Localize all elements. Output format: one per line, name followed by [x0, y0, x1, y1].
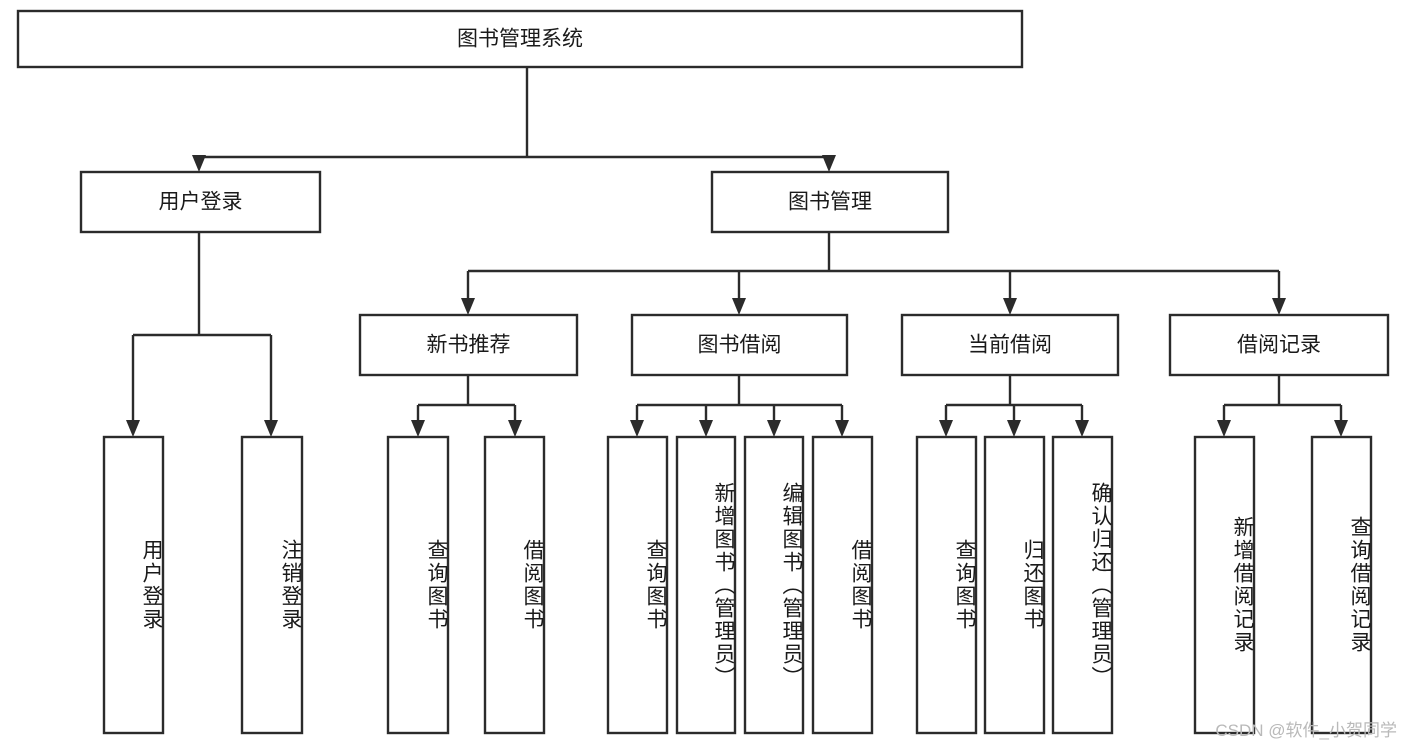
node-current-borrow-label: 当前借阅: [968, 334, 1052, 357]
node-new-book-recommend-label: 新书推荐: [427, 334, 511, 357]
leaf-node-leaf-query-book-3[interactable]: [915, 435, 978, 735]
connector-layer: [131, 67, 1343, 431]
node-book-borrow[interactable]: [630, 313, 849, 377]
leaf-node-leaf-user-login[interactable]: [102, 435, 165, 735]
node-book-manage[interactable]: [710, 170, 950, 234]
node-borrow-record[interactable]: [1168, 313, 1390, 377]
arrow-new-book-recommend: [461, 298, 475, 315]
leaf-node-leaf-logout-login[interactable]: [240, 435, 304, 735]
leaf-node-leaf-confirm-return-admin[interactable]: [1051, 435, 1114, 735]
arrow-user-login: [192, 155, 206, 172]
arrow-leaf-add-borrow-record: [1217, 420, 1231, 437]
leaf-node-leaf-edit-book-admin[interactable]: [743, 435, 805, 735]
arrow-borrow-record: [1272, 298, 1286, 315]
arrow-leaf-user-login: [126, 420, 140, 437]
arrow-leaf-query-book-2: [630, 420, 644, 437]
node-user-login[interactable]: [79, 170, 322, 234]
arrow-leaf-query-book-3: [939, 420, 953, 437]
leaf-node-leaf-borrow-book-2[interactable]: [811, 435, 874, 735]
node-user-login-label: 用户登录: [159, 191, 243, 214]
leaf-node-leaf-query-book-2[interactable]: [606, 435, 669, 735]
arrow-current-borrow: [1003, 298, 1017, 315]
arrow-leaf-edit-book-admin: [767, 420, 781, 437]
arrow-leaf-query-book-1: [411, 420, 425, 437]
arrow-leaf-return-book: [1007, 420, 1021, 437]
arrow-leaf-borrow-book-2: [835, 420, 849, 437]
leaf-node-leaf-query-book-1[interactable]: [386, 435, 450, 735]
leaf-node-leaf-borrow-book-1[interactable]: [483, 435, 546, 735]
node-root-label: 图书管理系统: [457, 28, 583, 51]
node-new-book-recommend[interactable]: [358, 313, 579, 377]
node-book-manage-label: 图书管理: [788, 191, 872, 214]
arrow-book-manage: [822, 155, 836, 172]
watermark-text: CSDN @软件_小贺同学: [1215, 721, 1397, 740]
node-current-borrow[interactable]: [900, 313, 1120, 377]
arrow-leaf-borrow-book-1: [508, 420, 522, 437]
node-borrow-record-label: 借阅记录: [1237, 334, 1321, 357]
arrow-book-borrow: [732, 298, 746, 315]
leaf-node-leaf-add-borrow-record[interactable]: [1193, 435, 1256, 735]
arrow-head-layer: [126, 155, 1348, 437]
leaf-node-leaf-return-book[interactable]: [983, 435, 1046, 735]
arrow-leaf-add-book-admin: [699, 420, 713, 437]
arrow-leaf-logout-login: [264, 420, 278, 437]
node-root[interactable]: [16, 9, 1024, 69]
arrow-leaf-query-borrow-record: [1334, 420, 1348, 437]
leaf-node-leaf-query-borrow-record[interactable]: [1310, 435, 1373, 735]
arrow-leaf-confirm-return-admin: [1075, 420, 1089, 437]
node-book-borrow-label: 图书借阅: [698, 334, 782, 357]
node-box-layer: [16, 9, 1390, 735]
leaf-node-leaf-add-book-admin[interactable]: [675, 435, 737, 735]
